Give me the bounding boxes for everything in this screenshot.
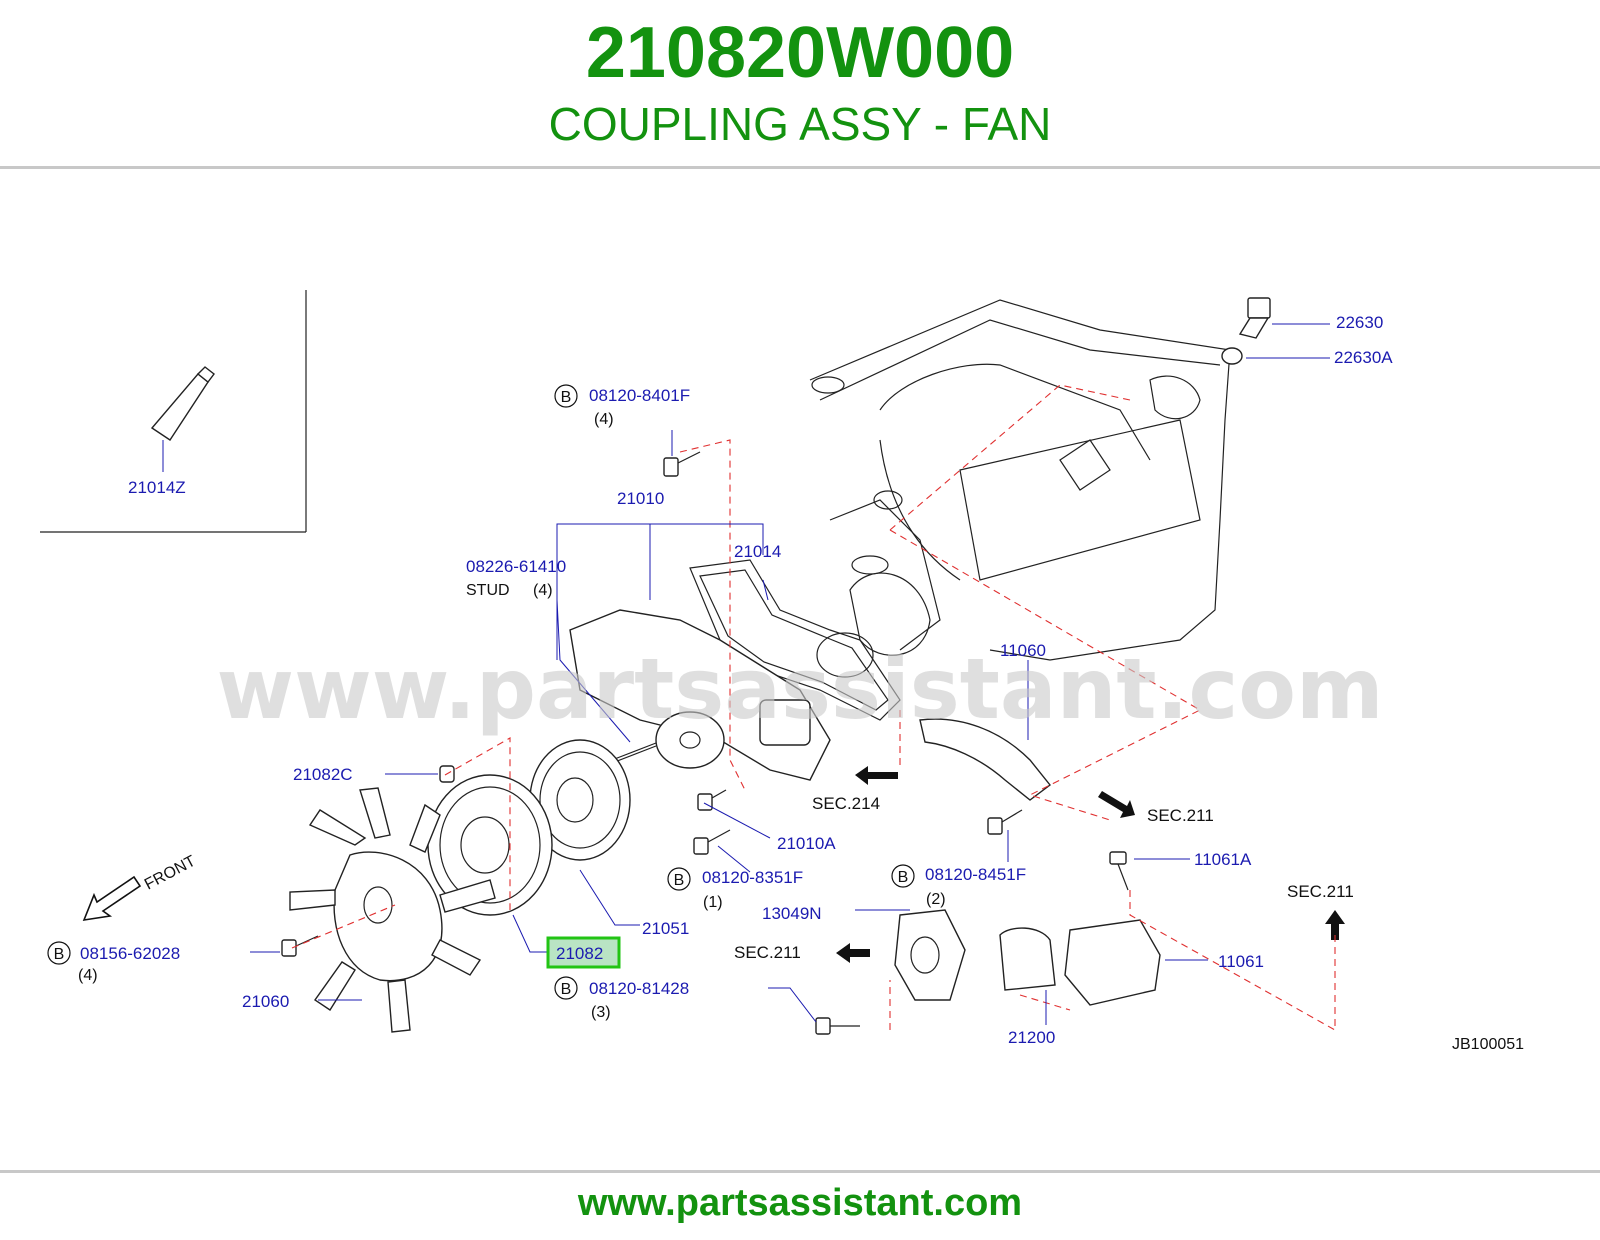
pulley-icon xyxy=(427,739,631,916)
bolt-marker-08120-8451F: B xyxy=(891,864,915,888)
label-sec-211-top[interactable]: SEC.211 xyxy=(1287,882,1354,901)
label-22630A[interactable]: 22630A xyxy=(1334,348,1393,367)
engine-block-icon xyxy=(809,299,1231,661)
sealant-tube-icon xyxy=(150,366,215,472)
qty-08120-8351F: (1) xyxy=(703,894,723,911)
label-21010A[interactable]: 21010A xyxy=(777,834,836,853)
label-11061[interactable]: 11061 xyxy=(1218,952,1264,971)
label-21014[interactable]: 21014 xyxy=(734,542,781,561)
label-21060[interactable]: 21060 xyxy=(242,992,289,1011)
label-11060[interactable]: 11060 xyxy=(1000,641,1046,660)
qty-stud: (4) xyxy=(533,582,553,599)
bolt-marker-08120-8351F: B xyxy=(667,867,691,891)
label-front: FRONT xyxy=(142,853,199,894)
qty-08120-8451F: (2) xyxy=(926,891,946,908)
svg-text:B: B xyxy=(54,946,65,963)
water-pump-icon xyxy=(569,609,831,781)
label-21010[interactable]: 21010 xyxy=(617,489,664,508)
label-11061A[interactable]: 11061A xyxy=(1194,850,1252,869)
label-21200[interactable]: 21200 xyxy=(1008,1028,1055,1047)
qty-08120-81428: (3) xyxy=(591,1004,611,1021)
alignment-lines xyxy=(291,384,1336,1031)
watermark: www.partsassistant.com xyxy=(217,640,1384,738)
bolt-marker-08120-8401F: B xyxy=(554,384,578,408)
part-name-subtitle: COUPLING ASSY - FAN xyxy=(548,98,1052,150)
label-13049N[interactable]: 13049N xyxy=(762,904,822,923)
label-21082C[interactable]: 21082C xyxy=(293,765,353,784)
inset-frame xyxy=(40,290,307,533)
leader-lines xyxy=(250,323,1330,1025)
label-21082[interactable]: 21082 xyxy=(556,944,603,963)
label-08120-8401F[interactable]: 08120-8401F xyxy=(589,386,690,405)
diagram-id: JB100051 xyxy=(1452,1036,1524,1053)
bolt-icons xyxy=(281,451,1129,1035)
footer-url-link[interactable]: www.partsassistant.com xyxy=(577,1182,1023,1224)
page-header: 210820W000 COUPLING ASSY - FAN xyxy=(0,0,1600,168)
label-08120-8351F[interactable]: 08120-8351F xyxy=(702,868,803,887)
label-sec-211-left[interactable]: SEC.211 xyxy=(734,943,801,962)
highlighted-part-box xyxy=(546,936,621,969)
thermostat-housing-icon xyxy=(894,909,1161,1006)
svg-text:B: B xyxy=(561,389,572,406)
header-divider xyxy=(0,166,1600,169)
svg-text:B: B xyxy=(898,869,909,886)
label-21051[interactable]: 21051 xyxy=(642,919,689,938)
coolant-hose-icon xyxy=(919,718,1051,801)
arrow-icons xyxy=(82,766,1345,963)
qty-08156-62028: (4) xyxy=(78,967,98,984)
label-22630[interactable]: 22630 xyxy=(1336,313,1383,332)
svg-text:B: B xyxy=(674,872,685,889)
footer-divider xyxy=(0,1170,1600,1173)
label-08226-61410[interactable]: 08226-61410 xyxy=(466,557,566,576)
label-21014Z[interactable]: 21014Z xyxy=(128,478,186,497)
bolt-marker-08120-81428: B xyxy=(554,976,578,1000)
label-sec-211-right[interactable]: SEC.211 xyxy=(1147,806,1214,825)
svg-text:B: B xyxy=(561,981,572,998)
part-number-title: 210820W000 xyxy=(585,13,1015,93)
label-08120-81428[interactable]: 08120-81428 xyxy=(589,979,689,998)
bolt-marker-08156-62028: B xyxy=(47,941,71,965)
cooling-fan-icon xyxy=(289,787,496,1033)
label-08120-8451F[interactable]: 08120-8451F xyxy=(925,865,1026,884)
label-sec-214[interactable]: SEC.214 xyxy=(812,794,880,813)
drain-plug-icon xyxy=(1221,297,1271,365)
qty-08120-8401F: (4) xyxy=(594,411,614,428)
label-08156-62028[interactable]: 08156-62028 xyxy=(80,944,180,963)
label-stud: STUD xyxy=(466,582,510,599)
